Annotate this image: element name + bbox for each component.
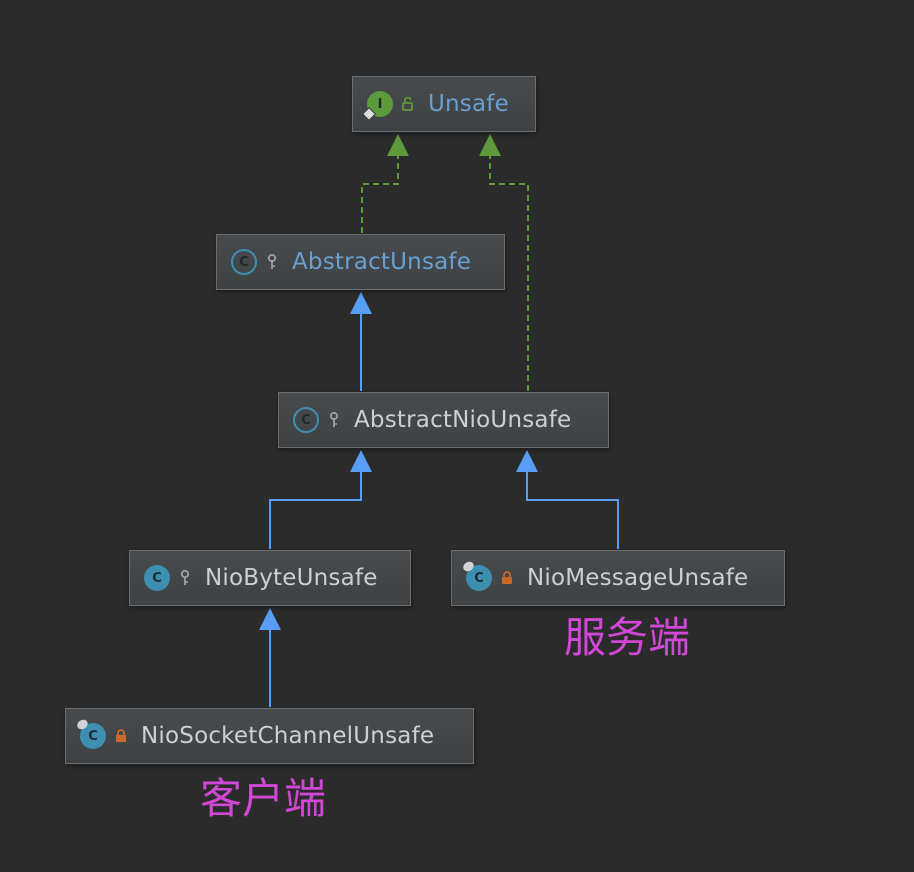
interface-icon: I — [361, 91, 393, 122]
edge-abstractniounsafe-extends-abstractunsafe — [350, 292, 372, 391]
node-nio-socket-channel-unsafe[interactable]: C NioSocketChannelUnsafe — [65, 708, 474, 764]
key-icon — [179, 570, 191, 586]
node-abstract-unsafe[interactable]: C AbstractUnsafe — [216, 234, 505, 290]
node-label: Unsafe — [428, 91, 509, 117]
key-icon — [266, 254, 278, 270]
class-icon: C — [144, 565, 170, 591]
annotation-server: 服务端 — [564, 613, 691, 662]
abstract-class-icon: C — [293, 407, 319, 433]
node-label: NioSocketChannelUnsafe — [141, 723, 435, 749]
unlocked-lock-icon — [402, 96, 414, 112]
node-label: NioMessageUnsafe — [527, 565, 749, 591]
edge-abstractunsafe-implements-unsafe — [361, 134, 409, 233]
abstract-class-icon: C — [231, 249, 257, 275]
edge-niobyteunsafe-extends-abstractniounsafe — [269, 450, 372, 549]
node-label: NioByteUnsafe — [205, 565, 378, 591]
final-class-icon: C — [80, 723, 106, 749]
annotation-client: 客户端 — [200, 774, 327, 823]
node-unsafe[interactable]: I Unsafe — [352, 76, 536, 132]
edge-niosocketchannelunsafe-extends-niobyteunsafe — [259, 608, 281, 707]
edge-abstractniounsafe-implements-unsafe — [479, 134, 529, 391]
node-nio-message-unsafe[interactable]: C NioMessageUnsafe — [451, 550, 785, 606]
node-label: AbstractUnsafe — [292, 249, 472, 275]
node-label: AbstractNioUnsafe — [354, 407, 572, 433]
final-class-icon: C — [466, 565, 492, 591]
key-icon — [328, 412, 340, 428]
lock-icon — [501, 570, 513, 586]
node-abstract-nio-unsafe[interactable]: C AbstractNioUnsafe — [278, 392, 609, 448]
edge-niomessageunsafe-extends-abstractniounsafe — [516, 450, 619, 549]
lock-icon — [115, 728, 127, 744]
node-nio-byte-unsafe[interactable]: C NioByteUnsafe — [129, 550, 411, 606]
